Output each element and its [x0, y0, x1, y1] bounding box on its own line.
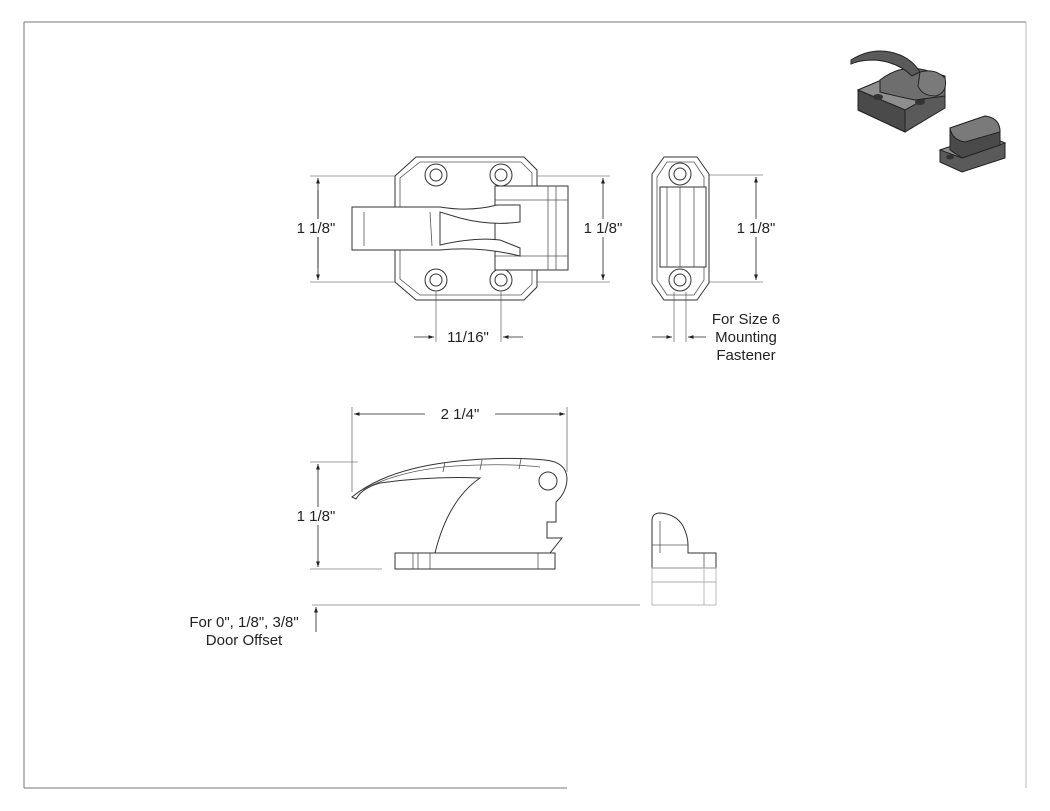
note-fastener-line-3: Fastener — [716, 347, 775, 364]
dimension-fastener — [652, 292, 706, 342]
dimension-keeper-height: 1 1/8" — [709, 174, 781, 283]
keeper-front-view — [651, 156, 710, 301]
dim-label-hole-spacing: 11/16" — [447, 329, 489, 346]
latch-lever-side — [351, 457, 568, 554]
dim-label-top-height: 1 1/8" — [297, 220, 336, 237]
note-offset-line-2: Door Offset — [206, 632, 283, 649]
dim-label-side-height: 1 1/8" — [297, 508, 336, 525]
note-offset-line-1: For 0", 1/8", 3/8" — [189, 614, 298, 631]
dim-label-keeper-height: 1 1/8" — [737, 220, 776, 237]
mounting-hole — [668, 268, 692, 292]
latch-top-view — [351, 156, 569, 301]
dimension-top-height-right: 1 1/8" — [537, 175, 628, 283]
keeper-side-view — [651, 512, 717, 606]
dimension-top-height: 1 1/8" — [292, 175, 395, 283]
dimension-hole-spacing: 11/16" — [414, 292, 523, 346]
mounting-hole — [424, 163, 448, 187]
note-fastener-line-2: Mounting — [715, 329, 777, 346]
mounting-hole — [489, 163, 513, 187]
dim-label-top-height-right: 1 1/8" — [584, 220, 623, 237]
door-offset-reference — [312, 604, 640, 632]
dim-label-overall-length: 2 1/4" — [441, 406, 480, 423]
mounting-hole — [424, 268, 448, 292]
latch-side-view — [351, 457, 568, 570]
dimension-side-height: 1 1/8" — [292, 461, 382, 570]
note-fastener-line-1: For Size 6 — [712, 311, 780, 328]
latch-lever — [351, 204, 521, 257]
dimension-overall-length: 2 1/4" — [351, 406, 568, 492]
product-render-icon — [850, 50, 1007, 173]
mounting-hole — [489, 268, 513, 292]
mounting-hole — [668, 162, 692, 186]
sheet-border — [23, 21, 1027, 789]
